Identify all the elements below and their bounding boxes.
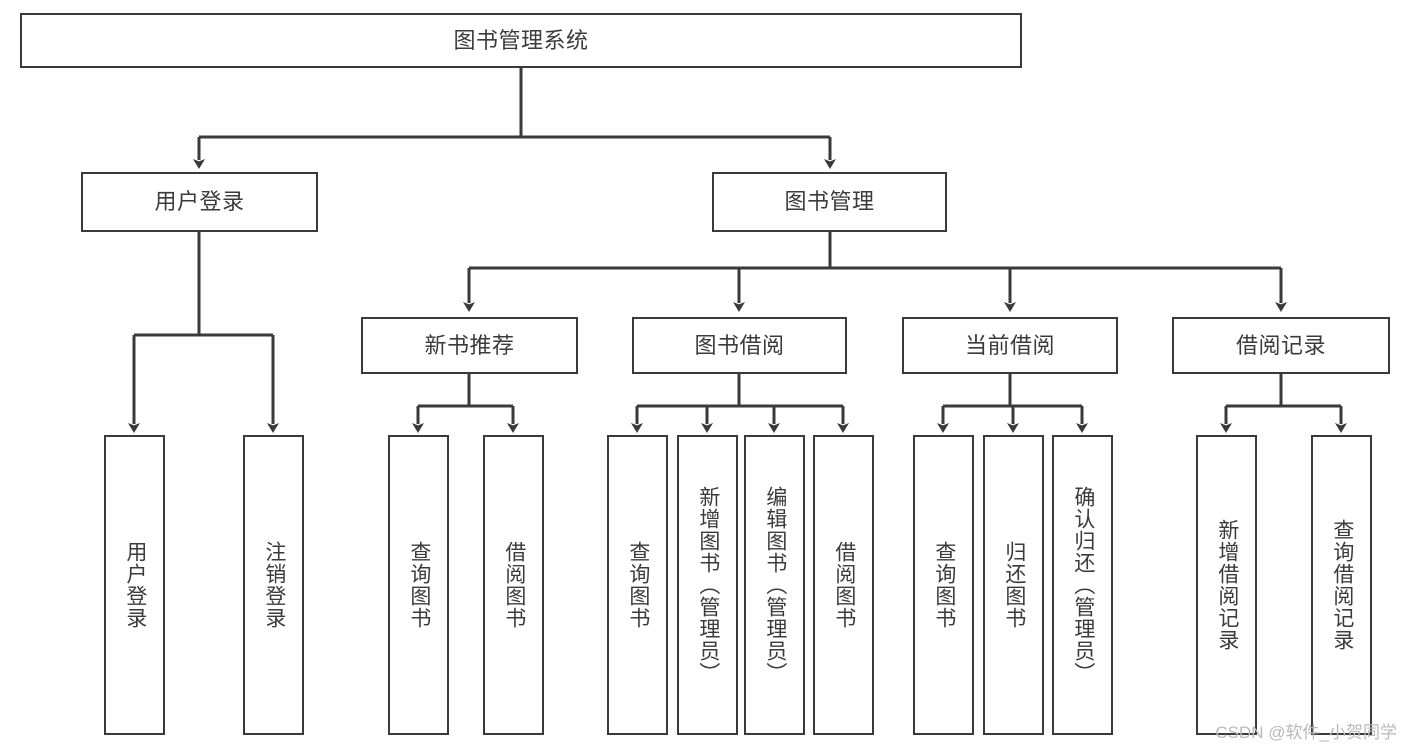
- node-label: 注销登录: [262, 541, 286, 629]
- node-leaf-edit-book-admin[interactable]: 编辑图书（管理员）: [744, 435, 805, 735]
- edges-bookborrow-to-leaves: [631, 374, 849, 433]
- node-label: 查询图书: [626, 541, 650, 629]
- node-new-book-recommend[interactable]: 新书推荐: [361, 317, 578, 374]
- edges-bookmanage-to-level3: [463, 232, 1287, 312]
- node-current-borrow[interactable]: 当前借阅: [902, 317, 1118, 374]
- node-leaf-return-book[interactable]: 归还图书: [983, 435, 1044, 735]
- node-label: 查询借阅记录: [1330, 519, 1354, 651]
- node-label: 新增图书（管理员）: [696, 486, 720, 684]
- node-label: 编辑图书（管理员）: [763, 486, 787, 684]
- node-label: 当前借阅: [964, 332, 1055, 358]
- node-leaf-user-logout[interactable]: 注销登录: [243, 435, 304, 735]
- node-label: 查询图书: [407, 541, 431, 629]
- node-leaf-borrow-book[interactable]: 借阅图书: [813, 435, 874, 735]
- node-label: 归还图书: [1002, 541, 1026, 629]
- node-label: 新增借阅记录: [1215, 519, 1239, 651]
- node-leaf-add-borrow-record[interactable]: 新增借阅记录: [1196, 435, 1257, 735]
- node-label: 用户登录: [123, 541, 147, 629]
- csdn-watermark: CSDN @软件_小贺同学: [1215, 723, 1397, 742]
- node-book-borrow[interactable]: 图书借阅: [632, 317, 847, 374]
- node-label: 借阅图书: [502, 541, 526, 629]
- node-label: 借阅图书: [832, 541, 856, 629]
- node-label: 新书推荐: [424, 332, 515, 358]
- node-label: 查询图书: [932, 541, 956, 629]
- node-leaf-query-book-borrow[interactable]: 查询图书: [607, 435, 668, 735]
- node-book-manage[interactable]: 图书管理: [712, 172, 947, 232]
- edges-newbookrec-to-leaves: [412, 374, 519, 433]
- edges-borrowrecord-to-leaves: [1220, 374, 1347, 433]
- node-leaf-borrow-book-rec[interactable]: 借阅图书: [483, 435, 544, 735]
- node-user-login[interactable]: 用户登录: [81, 172, 318, 232]
- node-leaf-query-book-current[interactable]: 查询图书: [913, 435, 974, 735]
- node-leaf-query-book-rec[interactable]: 查询图书: [388, 435, 449, 735]
- node-root-book-management-system[interactable]: 图书管理系统: [20, 13, 1022, 68]
- node-label: 用户登录: [154, 189, 245, 215]
- node-leaf-add-book-admin[interactable]: 新增图书（管理员）: [677, 435, 738, 735]
- node-label: 确认归还（管理员）: [1071, 486, 1095, 684]
- node-label: 图书管理系统: [453, 27, 589, 53]
- node-leaf-confirm-return-admin[interactable]: 确认归还（管理员）: [1052, 435, 1113, 735]
- node-label: 图书管理: [784, 189, 875, 215]
- node-borrow-record[interactable]: 借阅记录: [1172, 317, 1390, 374]
- edges-root-to-level2: [193, 68, 836, 169]
- edges-currentborrow-to-leaves: [937, 374, 1088, 433]
- node-leaf-user-login[interactable]: 用户登录: [104, 435, 165, 735]
- node-label: 图书借阅: [694, 332, 785, 358]
- edges-userlogin-to-leaves: [128, 232, 279, 433]
- node-label: 借阅记录: [1235, 332, 1326, 358]
- node-leaf-query-borrow-record[interactable]: 查询借阅记录: [1311, 435, 1372, 735]
